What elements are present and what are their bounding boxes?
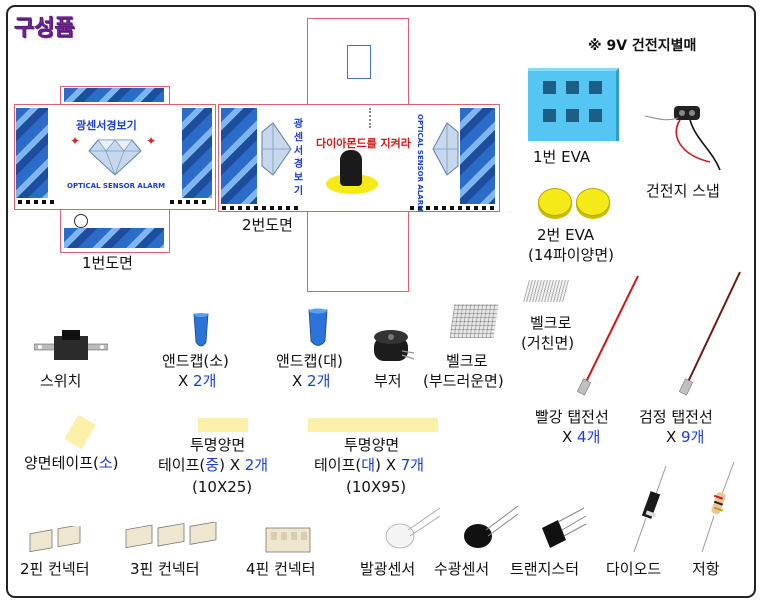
qty-value: 2개 <box>307 372 331 390</box>
tape-medium <box>198 418 248 432</box>
black-wire-qty: X 9개 <box>666 428 705 446</box>
connector-2pin-label: 2핀 컨넥터 <box>20 560 90 578</box>
tape-large-line1: 투명양면 <box>344 436 400 454</box>
page-title: 구성품 <box>14 16 75 42</box>
led-sensor-label: 발광센서 <box>360 560 416 578</box>
receiver-sensor-icon <box>464 505 519 548</box>
snap-label: 건전지 스냅 <box>646 182 720 200</box>
velcro-rough-sub: (거친면) <box>521 334 575 352</box>
transistor-icon <box>542 507 587 548</box>
eva2-dot <box>576 188 610 216</box>
net1-brand: 광센서경보기 <box>76 119 137 132</box>
red-wire-qty: X 4개 <box>562 428 601 446</box>
qty-value: 7개 <box>400 456 425 474</box>
velcro-rough-icon <box>523 280 569 302</box>
qty-value: 4개 <box>577 428 601 446</box>
velcro-soft-label: 벨크로 <box>446 352 488 370</box>
end-cap-large-name: 앤드캡(대) <box>276 352 343 370</box>
eva2-label: 2번 EVA <box>537 226 595 244</box>
tape-medium-dim: (10X25) <box>192 478 253 496</box>
end-cap-small-icon <box>193 313 209 347</box>
diamond-icon <box>88 139 142 176</box>
eva2-sub-label: (14파이양면) <box>528 246 614 264</box>
end-cap-large-qty: X 2개 <box>292 372 331 390</box>
red-tab-wire <box>576 275 639 396</box>
velcro-soft-sub: (부드러운면) <box>423 372 504 390</box>
black-wire-name: 검정 탭전선 <box>639 408 713 426</box>
tape-large <box>308 418 438 432</box>
velcro-rough-label: 벨크로 <box>530 314 572 332</box>
velcro-soft-icon <box>449 304 499 338</box>
qty-value: 2개 <box>244 456 269 474</box>
tape-medium-line2: 테이프(중) X 2개 <box>158 456 269 474</box>
battery-note: ※ 9V 건전지별매 <box>588 38 697 54</box>
qty-value: 2개 <box>193 372 217 390</box>
battery-snap <box>644 106 721 171</box>
connector-3pin-label: 3핀 컨넥터 <box>130 560 200 578</box>
tape-medium-line1: 투명양면 <box>190 436 246 454</box>
diamond-icon <box>432 122 459 176</box>
cutout-hole <box>74 214 88 228</box>
net1-caption: OPTICAL SENSOR ALARM <box>67 182 166 190</box>
net2-vertical-caption: OPTICAL SENSOR ALARM <box>416 114 424 213</box>
switch-label: 스위치 <box>40 372 82 390</box>
window-cutout <box>347 45 371 79</box>
net2-vertical-brand: 광 센 서 경 보 기 <box>291 118 302 196</box>
resistor-icon <box>701 461 735 553</box>
diode-label: 다이오드 <box>606 560 662 578</box>
switch-icon <box>34 330 108 360</box>
alarm-light-icon: ✦ <box>146 134 157 148</box>
resistor-label: 저항 <box>692 560 720 578</box>
end-cap-small-qty: X 2개 <box>178 372 217 390</box>
eva1-foam <box>528 68 619 141</box>
eva1-label: 1번 EVA <box>533 148 591 166</box>
net2-caption-red: 다이아몬드를 지켜라 <box>316 137 411 150</box>
alarm-light-icon: ✦ <box>70 134 81 148</box>
connector-4pin-icon <box>265 527 311 553</box>
transistor-label: 트랜지스터 <box>510 560 580 578</box>
qty-value: 9개 <box>681 428 705 446</box>
net1-label: 1번도면 <box>82 254 133 272</box>
receiver-sensor-label: 수광센서 <box>434 560 490 578</box>
connector-3pin-icon <box>125 522 217 549</box>
connector-2pin-icon <box>29 526 81 553</box>
thief-icon <box>340 150 362 186</box>
diamond-icon <box>261 122 292 176</box>
red-wire-name: 빨강 탭전선 <box>535 408 609 426</box>
net2-label: 2번도면 <box>242 216 293 234</box>
end-cap-small-name: 앤드캡(소) <box>162 352 229 370</box>
black-tab-wire <box>678 271 741 396</box>
tape-large-dim: (10X95) <box>346 478 407 496</box>
buzzer-icon <box>374 330 415 361</box>
tape-large-line2: 테이프(대) X 7개 <box>314 456 425 474</box>
buzzer-label: 부저 <box>374 372 402 390</box>
connector-4pin-label: 4핀 컨넥터 <box>246 560 316 578</box>
diode-icon <box>633 465 667 553</box>
eva2-dot <box>538 188 572 216</box>
tape-small-label: 양면테이프(소) <box>24 454 119 472</box>
led-sensor-icon <box>385 507 441 549</box>
end-cap-large-icon <box>308 308 328 346</box>
